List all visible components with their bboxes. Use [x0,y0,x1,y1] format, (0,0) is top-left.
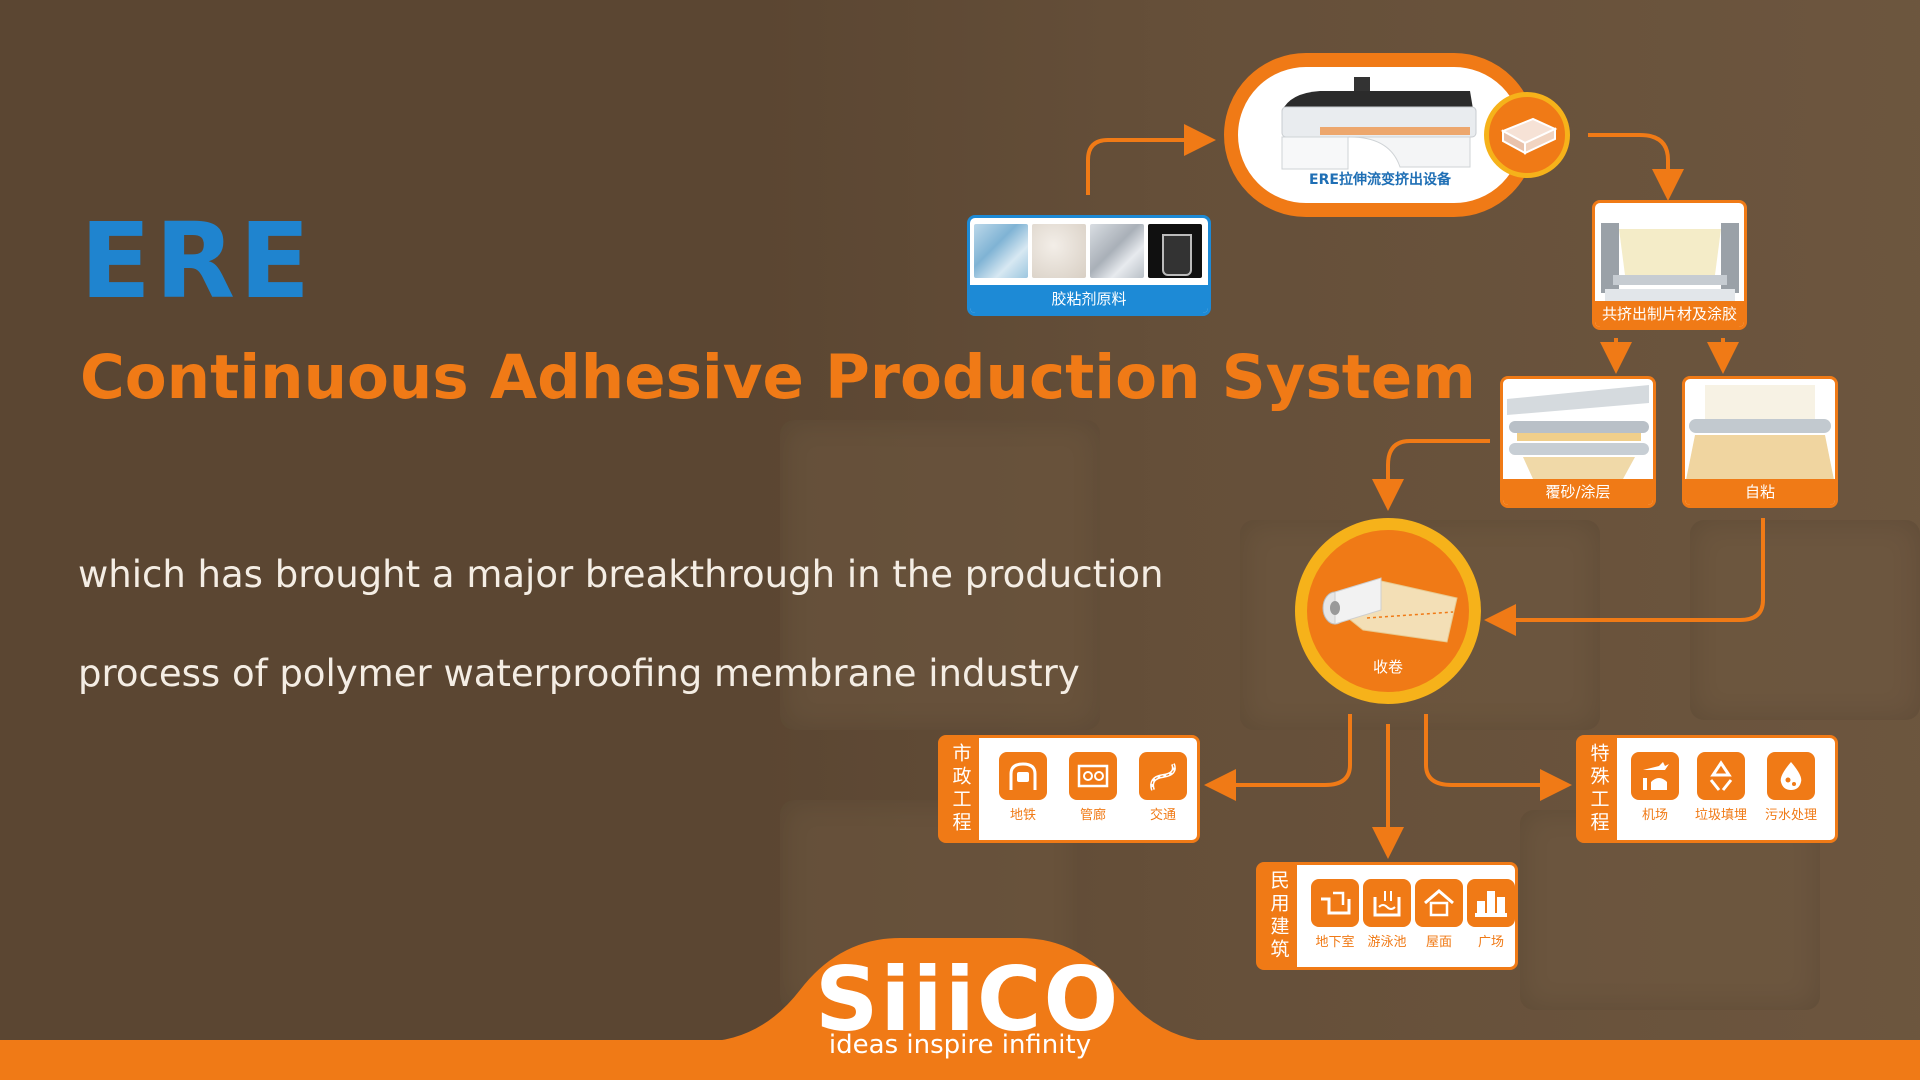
brand-logo: SiiiCO [815,948,1121,1051]
app-label: 屋面 [1425,935,1452,950]
special-engineering-title: 特殊工程 [1579,738,1617,840]
civil-construction-panel: 民用建筑 地下室 游泳池 屋面 广场 [1256,862,1518,970]
subway-icon [999,752,1047,800]
swimming-pool-icon [1363,879,1411,927]
winding-label: 收卷 [1372,658,1403,676]
app-label: 地铁 [1009,808,1036,823]
raw-material-card: 胶粘剂原料 [967,215,1211,316]
app-label: 广场 [1477,935,1504,950]
house-roof-icon [1415,879,1463,927]
plaza-buildings-icon [1467,879,1515,927]
raw-material-label: 胶粘剂原料 [970,285,1208,313]
special-engineering-panel: 特殊工程 机场 垃圾填埋 污水处理 [1576,735,1838,843]
arrow-equipment-to-coextrusion [1588,133,1684,201]
app-plaza: 广场 [1461,879,1521,950]
app-label: 垃圾填埋 [1694,808,1747,823]
app-subway: 地铁 [993,752,1053,823]
brand-tagline: ideas inspire infinity [828,1030,1092,1060]
app-label: 交通 [1149,808,1176,823]
arrow-winding-to-special [1424,714,1572,801]
description-line-2: process of polymer waterproofing membran… [78,652,1080,695]
arrow-sand-to-winding [1372,439,1490,511]
app-landfill: 垃圾填埋 [1691,752,1751,823]
extruder-machine-icon [1281,77,1477,170]
self-adhesive-card: 自粘 [1682,376,1838,508]
page-title: ERE [80,200,315,322]
app-basement: 地下室 [1305,879,1365,950]
arrow-adhesive-to-winding [1484,518,1765,636]
arrow-raw-to-equipment [1086,124,1216,195]
municipal-engineering-panel: 市政工程 地铁 管廊 交通 [938,735,1200,843]
sheet-icon [1500,117,1558,155]
app-swimming-pool: 游泳池 [1357,879,1417,950]
utility-tunnel-icon [1069,752,1117,800]
background-slab [780,420,1100,730]
app-label: 机场 [1641,808,1668,823]
app-label: 管廊 [1079,808,1106,823]
description-line-1: which has brought a major breakthrough i… [78,553,1164,596]
winding-core: 收卷 [1307,530,1469,692]
raw-material-swatch [1032,224,1086,278]
winding-node: 收卷 [1295,518,1481,704]
water-drop-icon [1767,752,1815,800]
app-utility-tunnel: 管廊 [1063,752,1123,823]
recycle-icon [1697,752,1745,800]
self-adhesive-machine-icon [1685,385,1835,485]
civil-construction-title: 民用建筑 [1259,865,1297,967]
coating-machine-icon [1601,223,1739,301]
app-label: 游泳池 [1367,935,1407,950]
self-adhesive-label: 自粘 [1685,479,1835,505]
app-airport: 机场 [1625,752,1685,823]
sheet-product-badge [1484,92,1570,178]
arrow-winding-to-municipal [1204,714,1352,801]
raw-material-swatch [1090,224,1144,278]
app-sewage-treatment: 污水处理 [1761,752,1821,823]
sand-coating-label: 覆砂/涂层 [1503,479,1653,505]
municipal-engineering-title: 市政工程 [941,738,979,840]
page-subtitle: Continuous Adhesive Production System [80,342,1476,413]
road-icon [1139,752,1187,800]
sand-coating-machine-icon [1507,385,1649,479]
background-slab [1520,810,1820,1010]
app-label: 污水处理 [1764,808,1817,823]
airport-icon [1631,752,1679,800]
logo-hump [700,938,1220,1060]
app-roof: 屋面 [1409,879,1469,950]
raw-material-swatch [1148,224,1202,278]
app-label: 地下室 [1315,935,1355,950]
app-transport: 交通 [1133,752,1193,823]
sand-coating-card: 覆砂/涂层 [1500,376,1656,508]
coextrusion-label: 共挤出制片材及涂胶 [1595,301,1744,327]
raw-material-swatch [974,224,1028,278]
ere-equipment-label: ERE拉伸流变挤出设备 [1309,172,1451,188]
basement-icon [1311,879,1359,927]
membrane-roll-icon [1322,577,1458,643]
coextrusion-card: 共挤出制片材及涂胶 [1592,200,1747,330]
